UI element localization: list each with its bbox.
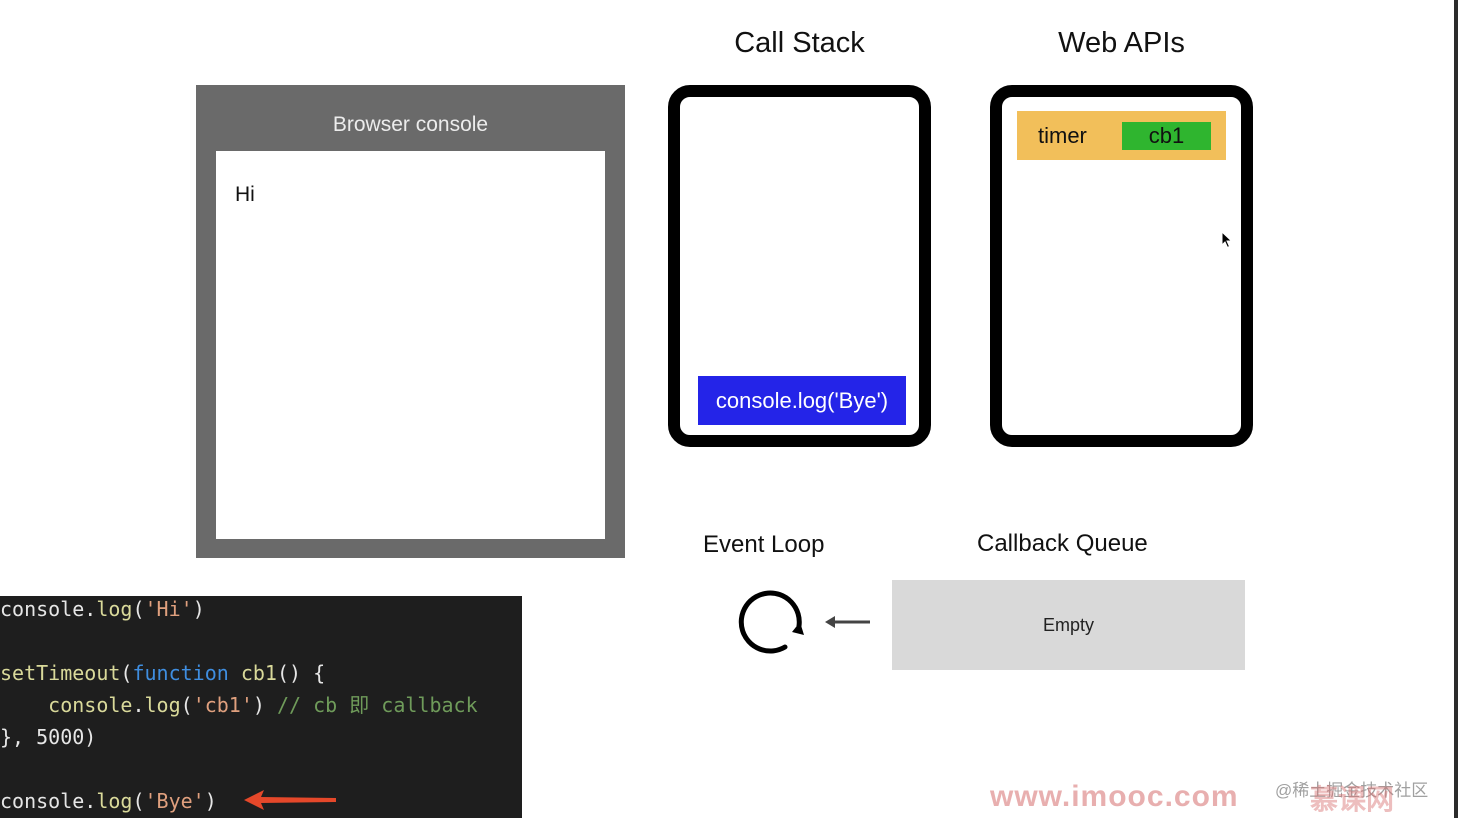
timer-callback-chip: cb1 [1122,122,1211,150]
cursor-icon [1221,231,1233,249]
circular-arrow-icon [738,590,804,654]
timer-entry: timer cb1 [1017,111,1226,160]
code-line-7: console.log('Bye') [0,789,217,813]
code-line-4: console.log('cb1') // cb 即 callback [48,693,478,717]
code-line-3: setTimeout(function cb1() { [0,661,326,685]
watermark-site: www.imooc.com [990,780,1239,813]
watermark-community: @稀土掘金技术社区 [1275,781,1429,800]
call-stack-heading: Call Stack [734,27,865,59]
call-stack-frame: console.log('Bye') [698,376,906,425]
event-loop-label: Event Loop [703,531,825,558]
callback-queue-content: Empty [1042,614,1094,635]
console-output-line: Hi [235,183,255,206]
browser-console-output: Hi [216,151,605,539]
web-apis-heading: Web APIs [1058,27,1185,59]
callback-queue-label: Callback Queue [977,530,1148,557]
right-edge-strip [1454,0,1458,818]
browser-console: Browser console Hi [196,85,625,558]
callback-queue-box: Empty [892,580,1245,670]
red-arrow-icon [244,790,336,810]
timer-label: timer [1038,123,1087,148]
browser-console-title: Browser console [332,113,489,136]
code-line-5: }, 5000) [0,725,97,749]
code-line-1: console.log('Hi') [0,597,205,621]
watermark-brand: 慕课网 [1310,784,1395,815]
arrow-left-icon [825,616,870,628]
code-editor: console.log('Hi') setTimeout(function cb… [0,596,522,818]
